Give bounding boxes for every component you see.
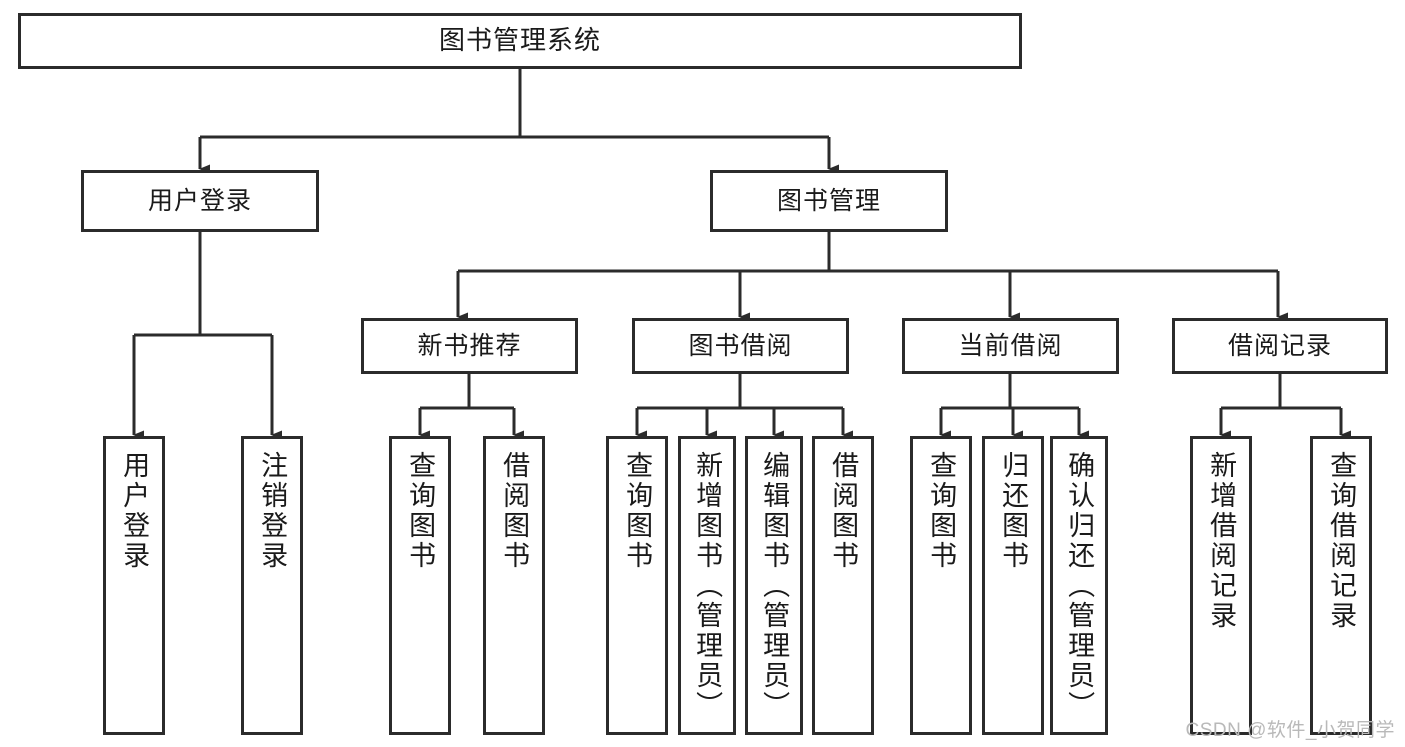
node-leaf-9-归还图书-label: 归还图书 — [998, 451, 1029, 571]
node-leaf-5-新增图书管理员[interactable]: 新增图书（管理员） — [678, 436, 736, 735]
node-leaf-11-新增借阅记录[interactable]: 新增借阅记录 — [1190, 436, 1252, 735]
node-leaf-11-新增借阅记录-label: 新增借阅记录 — [1206, 451, 1237, 631]
node-leaf-10-确认归还管理员-label: 确认归还（管理员） — [1064, 451, 1095, 721]
node-leaf-0-用户登录-label: 用户登录 — [119, 451, 150, 571]
node-leaf-8-查询图书[interactable]: 查询图书 — [910, 436, 972, 735]
edge-group — [132, 69, 1351, 440]
node-level2-图书借阅-label: 图书借阅 — [688, 332, 793, 360]
node-level2-新书推荐-label: 新书推荐 — [417, 332, 522, 360]
node-leaf-7-借阅图书-label: 借阅图书 — [828, 451, 859, 571]
node-level2-新书推荐[interactable]: 新书推荐 — [361, 318, 578, 374]
node-leaf-1-注销登录-label: 注销登录 — [257, 451, 288, 571]
node-level2-借阅记录-label: 借阅记录 — [1227, 332, 1332, 360]
node-level1-图书管理[interactable]: 图书管理 — [710, 170, 948, 232]
node-leaf-6-编辑图书管理员[interactable]: 编辑图书（管理员） — [745, 436, 803, 735]
node-root-图书管理系统[interactable]: 图书管理系统 — [18, 13, 1022, 69]
node-level2-借阅记录[interactable]: 借阅记录 — [1172, 318, 1388, 374]
csdn-watermark: CSDN @软件_小贺同学 — [1185, 720, 1395, 741]
node-leaf-2-查询图书-label: 查询图书 — [405, 451, 436, 571]
node-leaf-4-查询图书[interactable]: 查询图书 — [606, 436, 668, 735]
node-leaf-0-用户登录[interactable]: 用户登录 — [103, 436, 165, 735]
node-leaf-2-查询图书[interactable]: 查询图书 — [389, 436, 451, 735]
node-level2-当前借阅-label: 当前借阅 — [958, 332, 1063, 360]
node-leaf-10-确认归还管理员[interactable]: 确认归还（管理员） — [1050, 436, 1108, 735]
node-level2-图书借阅[interactable]: 图书借阅 — [632, 318, 849, 374]
node-level2-当前借阅[interactable]: 当前借阅 — [902, 318, 1119, 374]
node-level1-用户登录[interactable]: 用户登录 — [81, 170, 319, 232]
node-leaf-9-归还图书[interactable]: 归还图书 — [982, 436, 1044, 735]
node-leaf-1-注销登录[interactable]: 注销登录 — [241, 436, 303, 735]
node-leaf-5-新增图书管理员-label: 新增图书（管理员） — [692, 451, 723, 721]
node-leaf-8-查询图书-label: 查询图书 — [926, 451, 957, 571]
node-leaf-12-查询借阅记录-label: 查询借阅记录 — [1326, 451, 1357, 631]
node-level1-用户登录-label: 用户登录 — [147, 187, 252, 215]
node-leaf-3-借阅图书[interactable]: 借阅图书 — [483, 436, 545, 735]
node-leaf-7-借阅图书[interactable]: 借阅图书 — [812, 436, 874, 735]
node-level1-图书管理-label: 图书管理 — [776, 187, 881, 215]
node-leaf-3-借阅图书-label: 借阅图书 — [499, 451, 530, 571]
node-leaf-4-查询图书-label: 查询图书 — [622, 451, 653, 571]
node-leaf-6-编辑图书管理员-label: 编辑图书（管理员） — [759, 451, 790, 721]
node-leaf-12-查询借阅记录[interactable]: 查询借阅记录 — [1310, 436, 1372, 735]
node-root-图书管理系统-label: 图书管理系统 — [438, 25, 601, 56]
